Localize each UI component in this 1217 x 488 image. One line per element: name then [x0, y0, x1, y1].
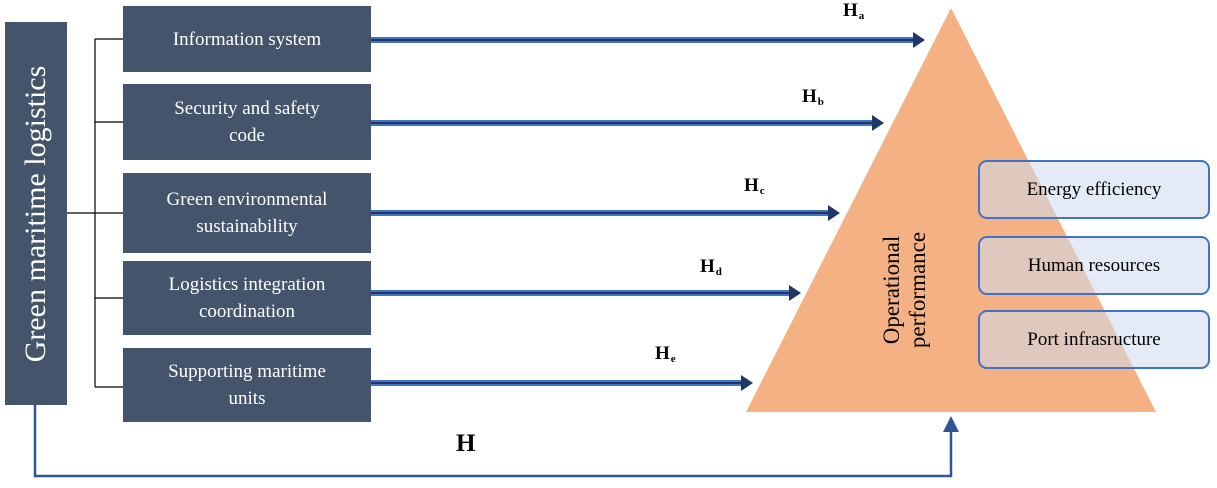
dimension-box-logistics-integration: Logistics integration coordination	[123, 261, 371, 335]
dimension-label: sustainability	[196, 216, 298, 237]
dimension-label: Logistics integration	[168, 274, 326, 295]
hypothesis-label-d: Hd	[700, 256, 722, 278]
dimension-label: Security and safety	[174, 98, 320, 119]
indicator-human-resources: Human resources	[978, 236, 1210, 295]
green-maritime-logistics-box: Green maritime logistics	[5, 22, 67, 405]
dimension-label: Information system	[172, 28, 322, 50]
arrow-hc	[371, 205, 840, 221]
hypothesis-label-a: Ha	[843, 0, 865, 22]
dimension-box-supporting-units: Supporting maritime units	[123, 348, 371, 422]
hypothesis-arrows	[371, 32, 925, 391]
dimension-box-information-system: Information system	[123, 6, 371, 72]
dimension-label: units	[228, 388, 266, 409]
hypothesis-label-c: Hc	[744, 175, 765, 197]
arrow-he	[371, 375, 753, 391]
hypothesis-label-b: Hb	[802, 86, 824, 108]
dimension-box-security: Security and safety code	[123, 84, 371, 160]
dimension-label: Green environmental	[166, 189, 328, 210]
indicator-port-infrastructure: Port infrasructure	[978, 310, 1210, 369]
indicator-energy-efficiency: Energy efficiency	[978, 160, 1210, 219]
arrow-ha	[371, 32, 925, 48]
arrow-hd	[371, 285, 801, 301]
operational-performance-label: Operational performance	[879, 231, 930, 349]
dimension-bracket	[67, 38, 123, 388]
arrow-hb	[371, 115, 884, 131]
dimension-label: coordination	[198, 301, 296, 322]
dimension-label: code	[229, 125, 265, 146]
main-hypothesis-label: H	[456, 430, 476, 457]
construct-label: Green maritime logistics	[19, 65, 52, 362]
dimension-label: Supporting maritime	[168, 361, 326, 382]
main-hypothesis-arrow	[33, 405, 959, 478]
dimension-box-green-sustainability: Green environmental sustainability	[123, 173, 371, 253]
hypothesis-label-e: He	[655, 343, 676, 365]
